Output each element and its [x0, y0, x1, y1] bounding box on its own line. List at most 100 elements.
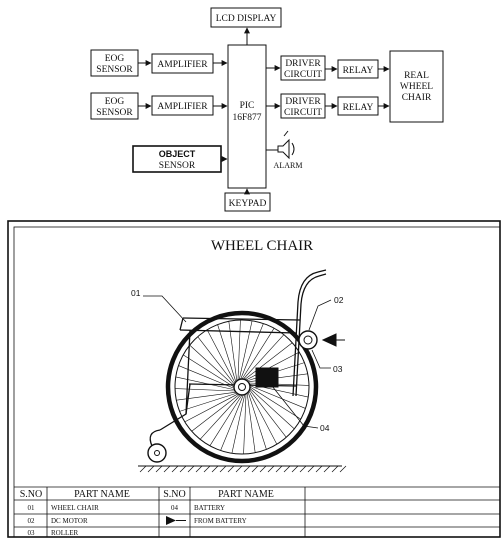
callout-01: 01 [131, 288, 141, 298]
table-cell-r1-sno1: 01 [28, 504, 36, 512]
wheel-spoke [243, 393, 247, 454]
main-wheel-rim [174, 319, 310, 455]
relay-1-label: RELAY [343, 66, 374, 76]
keypad-label: KEYPAD [229, 199, 267, 209]
leader-03 [311, 349, 331, 369]
relay-2-label: RELAY [343, 103, 374, 113]
wheel-spoke [197, 336, 235, 385]
wheel-spoke [238, 320, 253, 380]
main-wheel-tyre [165, 310, 319, 464]
table-cell-r2-arrow-symbol [166, 516, 186, 525]
ground-hatch-line [163, 465, 171, 473]
wheel-spoke [248, 390, 278, 445]
wheel-spoke [241, 328, 275, 380]
leader-04 [271, 385, 319, 429]
ground-hatch-line [179, 465, 187, 473]
wheel-spoke [176, 391, 236, 401]
ground-hatch-line [243, 465, 251, 473]
table-cell-r1-sno2: 04 [171, 504, 179, 512]
ground-hatch-line [331, 465, 339, 473]
wheel-spoke [246, 393, 256, 453]
wheelchair-line2: WHEEL [400, 82, 433, 92]
wheel-spoke [245, 351, 300, 381]
eog-sensor-1-line2: SENSOR [96, 65, 133, 75]
ground-hatch-line [291, 465, 299, 473]
table-cell-r1-part1: WHEEL CHAIR [51, 504, 99, 512]
ground-hatch-line [187, 465, 195, 473]
ground-hatch-line [211, 465, 219, 473]
wheel-spoke [199, 394, 241, 440]
leader-01 [143, 295, 187, 323]
pic-line2: 16F877 [232, 113, 261, 123]
wheel-spoke [249, 385, 306, 409]
block-diagram [90, 7, 444, 212]
ground-hatch-line [195, 465, 203, 473]
callout-04: 04 [320, 423, 330, 433]
ground-hatch-line [171, 465, 179, 473]
eog-sensor-2-line1: EOG [105, 97, 125, 107]
lcd-display-box [210, 7, 282, 28]
driver-circuit-1-line1: DRIVER [285, 59, 321, 69]
table-cell-r2-sno1: 02 [28, 517, 36, 525]
wheelchair-drawing [138, 269, 347, 473]
wheel-hub [233, 378, 251, 396]
driver-circuit-1-line2: CIRCUIT [284, 70, 322, 80]
wheel-spokes [175, 320, 309, 454]
ground-hatch-line [339, 465, 347, 473]
wheel-spoke [247, 392, 267, 450]
wheel-spoke [231, 394, 246, 454]
ground-hatch-line [315, 465, 323, 473]
callout-02: 02 [334, 295, 344, 305]
leader-02 [308, 299, 332, 331]
wheel-spoke [206, 329, 236, 384]
caster-hub [154, 450, 160, 456]
dc-motor-shaft [303, 335, 313, 345]
alarm-icon [277, 130, 295, 160]
callout-03: 03 [333, 364, 343, 374]
wheel-spoke [183, 354, 235, 388]
wheel-spoke [184, 393, 239, 423]
object-sensor-line2: SENSOR [159, 161, 196, 171]
eog-sensor-2-line2: SENSOR [96, 108, 133, 118]
ground-hatch-line [251, 465, 259, 473]
amplifier-1-label: AMPLIFIER [157, 60, 208, 70]
wheel-spoke [240, 323, 264, 380]
wheel-spoke [175, 376, 235, 391]
pic-line1: PIC [240, 101, 255, 111]
driver-circuit-2-line2: CIRCUIT [284, 108, 322, 118]
table-cell-r3-part1: ROLLER [51, 529, 79, 537]
ground-hatch-line [323, 465, 331, 473]
ground-hatch-line [259, 465, 267, 473]
ground-hatch-line [275, 465, 283, 473]
wheel-spoke [189, 344, 235, 386]
wheel-spoke [178, 365, 235, 389]
battery-block [255, 367, 279, 388]
ground-hatch-line [227, 465, 235, 473]
lcd-display-label: LCD DISPLAY [216, 14, 277, 24]
wheel-spoke [217, 324, 237, 382]
caster-wheel [147, 443, 167, 463]
wheel-spoke [249, 389, 287, 438]
drawing-sheet [7, 220, 501, 538]
wheel-spoke [244, 342, 293, 380]
wheel-spoke [228, 321, 238, 381]
wheel-spoke [175, 388, 236, 392]
wheelchair-line3: CHAIR [402, 93, 432, 103]
wheel-axle [238, 383, 246, 391]
ground-hatch-line [147, 465, 155, 473]
ground-hatch-line [155, 465, 163, 473]
wheel-spoke [249, 388, 295, 430]
ground-hatch-line [203, 465, 211, 473]
table-cell-r2-part1: DC MOTOR [51, 517, 88, 525]
wheel-spoke [237, 320, 241, 381]
table-header-sno-2: S.NO [163, 489, 186, 500]
drawing-title: WHEEL CHAIR [211, 238, 313, 254]
sheet-inner-border [13, 226, 501, 538]
wheel-spoke [220, 394, 244, 451]
ground-hatch-line [139, 465, 147, 473]
object-sensor-line1: OBJECT [159, 149, 196, 159]
wheel-spoke [249, 386, 301, 420]
ground-hatch-line [235, 465, 243, 473]
wheel-spoke [243, 334, 285, 380]
